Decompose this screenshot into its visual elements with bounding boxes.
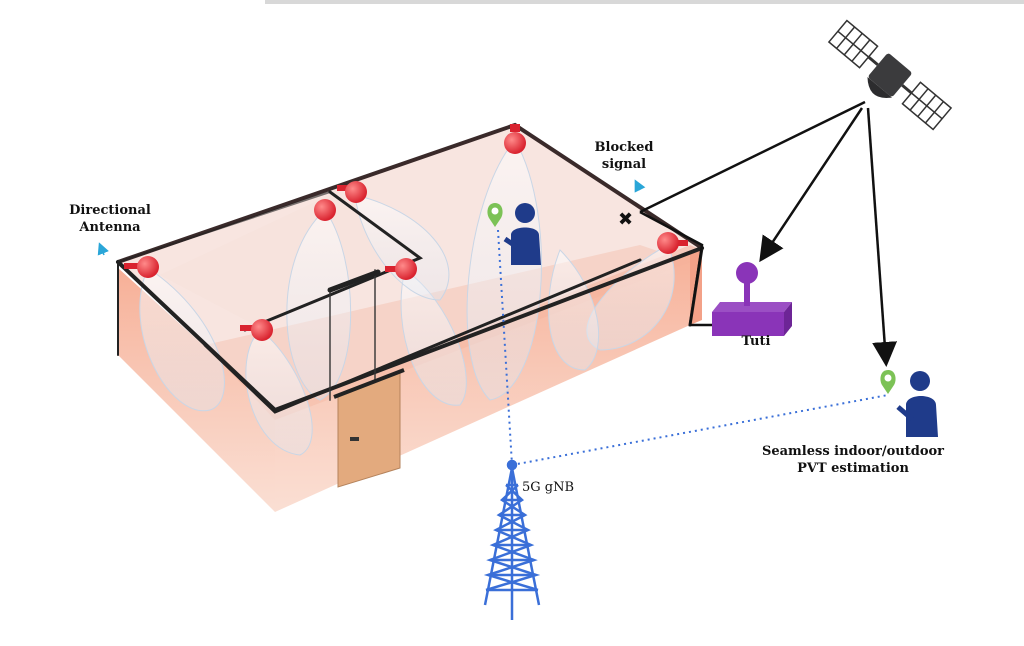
directional-antenna-icon — [657, 232, 688, 254]
label-line: Antenna — [79, 220, 141, 235]
beam — [354, 194, 450, 301]
beam — [400, 269, 467, 406]
reference-station-icon — [712, 262, 792, 336]
signal-to-user — [866, 107, 898, 367]
beam — [245, 329, 313, 456]
gnb-label: 5G gNB — [522, 480, 575, 495]
directional-antenna-label: Directional Antenna — [62, 202, 158, 236]
signal-to-building — [639, 100, 866, 214]
cell-tower-icon — [483, 459, 541, 620]
door-icon — [333, 368, 405, 488]
gnb-signal-lines — [497, 229, 889, 466]
person-icon — [896, 371, 938, 437]
building-connector — [639, 210, 712, 327]
label-line: signal — [601, 157, 647, 172]
directional-antenna-icon — [504, 124, 526, 154]
location-pin-icon — [487, 203, 503, 227]
satellite-icon — [827, 19, 953, 131]
tuti-label: Tuti — [741, 334, 771, 349]
label-line: Blocked — [594, 140, 654, 155]
signal-to-tuti — [759, 107, 864, 263]
label-line: Seamless indoor/outdoor — [761, 444, 945, 459]
pvt-estimation-label: Seamless indoor/outdoor PVT estimation — [748, 443, 958, 477]
directional-antenna-icon — [385, 258, 417, 280]
beam — [286, 209, 352, 401]
person-icon — [503, 203, 541, 265]
blocked-signal-label: Blocked signal — [584, 139, 664, 173]
satellite-signals — [639, 100, 898, 367]
inner-room — [160, 195, 418, 325]
indoor-user — [487, 203, 541, 265]
directional-antenna-icon — [124, 256, 159, 278]
label-line: PVT estimation — [797, 461, 909, 476]
directional-antenna-icon — [240, 319, 273, 341]
top-edge-bar — [265, 0, 1024, 4]
svg-text:✖: ✖ — [618, 209, 633, 230]
location-pin-icon — [880, 370, 896, 394]
directional-antenna-icon — [314, 199, 336, 221]
label-line: Directional — [69, 203, 151, 218]
outdoor-user — [880, 370, 938, 437]
antennas — [124, 124, 688, 341]
directional-antenna-icon — [337, 181, 367, 203]
antenna-pointer-arrow — [97, 242, 109, 256]
blocked-signal-marker: ✖ — [618, 179, 646, 230]
